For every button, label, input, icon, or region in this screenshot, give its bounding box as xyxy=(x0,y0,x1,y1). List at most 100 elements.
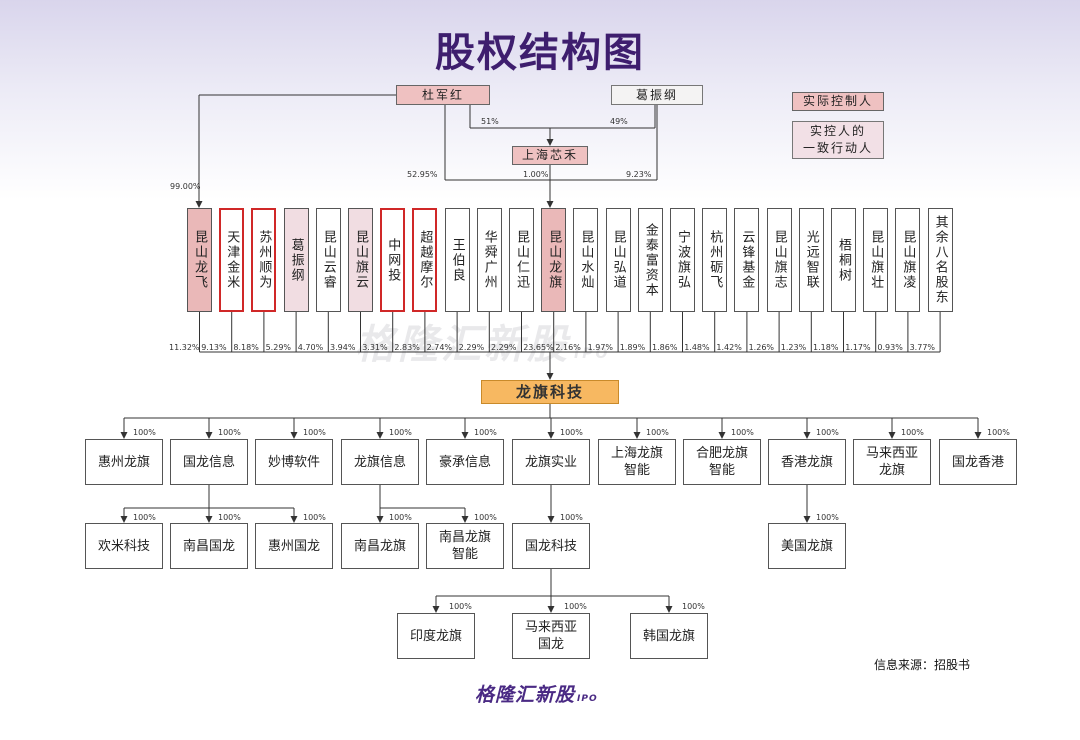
shareholder-name: 宁波旗弘 xyxy=(675,230,690,290)
shareholder-box: 光远智联 xyxy=(798,208,824,312)
subsidiary-name: 南昌龙旗 智能 xyxy=(438,530,491,562)
subsidiary-pct: 100% xyxy=(731,428,754,437)
shareholder-name: 超越摩尔 xyxy=(417,230,433,290)
subsidiary-name: 南昌龙旗 xyxy=(353,538,406,554)
subsidiary-name: 豪承信息 xyxy=(438,454,491,470)
source-note: 信息来源：招股书 xyxy=(873,658,970,672)
subsidiary-name: 马来西亚 国龙 xyxy=(524,620,577,652)
subsidiary-box: 惠州龙旗 xyxy=(85,439,163,485)
subsidiary-pct: 100% xyxy=(303,428,326,437)
shareholder-box: 昆山龙飞 xyxy=(187,208,212,312)
subsidiary-name: 欢米科技 xyxy=(97,538,150,554)
shareholder-pct: 3.94% xyxy=(330,343,356,352)
shareholder-name: 葛振纲 xyxy=(288,237,304,283)
shareholder-box: 华舜广州 xyxy=(476,208,502,312)
subsidiary-pct: 100% xyxy=(389,513,412,522)
shareholder-pct: 2.16% xyxy=(555,343,581,352)
shareholder-name: 昆山仁迅 xyxy=(514,230,529,290)
legend-concert-label: 实控人的 一致行动人 xyxy=(802,124,873,155)
shareholder-name: 光远智联 xyxy=(803,230,819,290)
shareholder-box: 葛振纲 xyxy=(283,208,309,312)
pct-ge-kslq: 9.23% xyxy=(626,170,652,179)
subsidiary-pct: 100% xyxy=(389,428,412,437)
subsidiary-box: 龙旗信息 xyxy=(341,439,419,485)
shareholder-name: 梧桐树 xyxy=(836,237,851,283)
shareholder-name: 王伯良 xyxy=(449,237,465,283)
core-company-label: 龙旗科技 xyxy=(515,382,584,401)
subsidiary-name: 香港龙旗 xyxy=(780,454,833,470)
shareholder-box: 苏州顺为 xyxy=(251,208,277,312)
legend-concert-party: 实控人的 一致行动人 xyxy=(792,121,884,159)
shareholder-pct: 11.32% xyxy=(169,343,200,352)
subsidiary-pct: 100% xyxy=(560,513,583,522)
shareholder-box: 其余八名股东 xyxy=(927,208,953,312)
subsidiary-box: 南昌国龙 xyxy=(170,523,248,569)
owner-ge-label: 葛振纲 xyxy=(635,87,678,102)
subsidiary-name: 国龙信息 xyxy=(182,454,235,470)
shareholder-box: 昆山龙旗 xyxy=(541,208,567,312)
subsidiary-name: 马来西亚 龙旗 xyxy=(865,446,918,478)
subsidiary-box: 国龙科技 xyxy=(512,523,590,569)
shareholder-pct: 1.18% xyxy=(813,343,839,352)
shareholder-name: 中网投 xyxy=(385,237,401,283)
pct-shxm-kslq: 1.00% xyxy=(523,170,549,179)
subsidiary-name: 龙旗实业 xyxy=(524,454,577,470)
shareholder-pct: 0.93% xyxy=(877,343,903,352)
subsidiary-pct: 100% xyxy=(474,513,497,522)
subsidiary-box: 香港龙旗 xyxy=(768,439,846,485)
subsidiary-name: 惠州国龙 xyxy=(267,538,320,554)
subsidiary-pct: 100% xyxy=(218,513,241,522)
shareholder-pct: 2.29% xyxy=(491,343,517,352)
subsidiary-pct: 100% xyxy=(133,513,156,522)
shareholder-pct: 1.23% xyxy=(780,343,807,352)
shareholder-pct: 2.74% xyxy=(426,343,453,352)
subsidiary-box: 国龙信息 xyxy=(170,439,248,485)
core-company: 龙旗科技 xyxy=(481,380,619,404)
subsidiary-box: 马来西亚 国龙 xyxy=(512,613,590,659)
shareholder-pct: 2.29% xyxy=(458,343,485,352)
shareholder-pct: 1.42% xyxy=(716,343,742,352)
subsidiary-box: 印度龙旗 xyxy=(397,613,475,659)
subsidiary-pct: 100% xyxy=(816,428,839,437)
shareholder-name: 昆山弘道 xyxy=(610,230,626,290)
owner-shanghai-xinhe: 上海芯禾 xyxy=(512,146,588,165)
shareholder-pct: 1.48% xyxy=(684,343,710,352)
shareholder-pct: 23.65% xyxy=(523,343,554,352)
subsidiary-name: 上海龙旗 智能 xyxy=(610,446,663,478)
shareholder-name: 其余八名股东 xyxy=(932,215,948,305)
subsidiary-box: 惠州国龙 xyxy=(255,523,333,569)
subsidiary-pct: 100% xyxy=(218,428,241,437)
shareholder-box: 金泰富资本 xyxy=(637,208,663,312)
subsidiary-name: 合肥龙旗 智能 xyxy=(695,446,748,478)
shareholder-box: 昆山旗志 xyxy=(766,208,792,312)
page-title: 股权结构图 xyxy=(435,30,645,76)
shareholder-pct: 4.70% xyxy=(297,343,324,352)
shareholder-name: 昆山龙飞 xyxy=(192,230,207,290)
shareholder-pct: 9.13% xyxy=(201,343,227,352)
subsidiary-box: 韩国龙旗 xyxy=(630,613,708,659)
shareholder-box: 杭州砺飞 xyxy=(702,208,728,312)
shareholder-name: 昆山旗云 xyxy=(353,230,368,290)
subsidiary-name: 国龙科技 xyxy=(524,538,577,554)
legend-controller: 实际控制人 xyxy=(792,92,884,111)
logo-suffix: IPO xyxy=(577,694,598,704)
shareholder-box: 王伯良 xyxy=(444,208,470,312)
logo-text: 格隆汇新股 xyxy=(475,684,576,706)
subsidiary-name: 韩国龙旗 xyxy=(642,628,695,644)
subsidiary-box: 国龙香港 xyxy=(939,439,1017,485)
subsidiary-pct: 100% xyxy=(474,428,497,437)
subsidiary-box: 龙旗实业 xyxy=(512,439,590,485)
shareholder-pct: 1.17% xyxy=(845,343,871,352)
shareholder-box: 昆山云睿 xyxy=(315,208,341,312)
shareholder-pct: 5.29% xyxy=(265,343,292,352)
subsidiary-pct: 100% xyxy=(901,428,924,437)
subsidiary-name: 印度龙旗 xyxy=(409,628,462,644)
owner-shxm-label: 上海芯禾 xyxy=(521,148,578,162)
shareholder-pct: 1.86% xyxy=(652,343,678,352)
shareholder-box: 昆山旗壮 xyxy=(863,208,889,312)
pct-du-shxm: 51% xyxy=(481,117,499,126)
subsidiary-pct: 100% xyxy=(449,602,472,611)
shareholder-box: 云锋基金 xyxy=(734,208,760,312)
